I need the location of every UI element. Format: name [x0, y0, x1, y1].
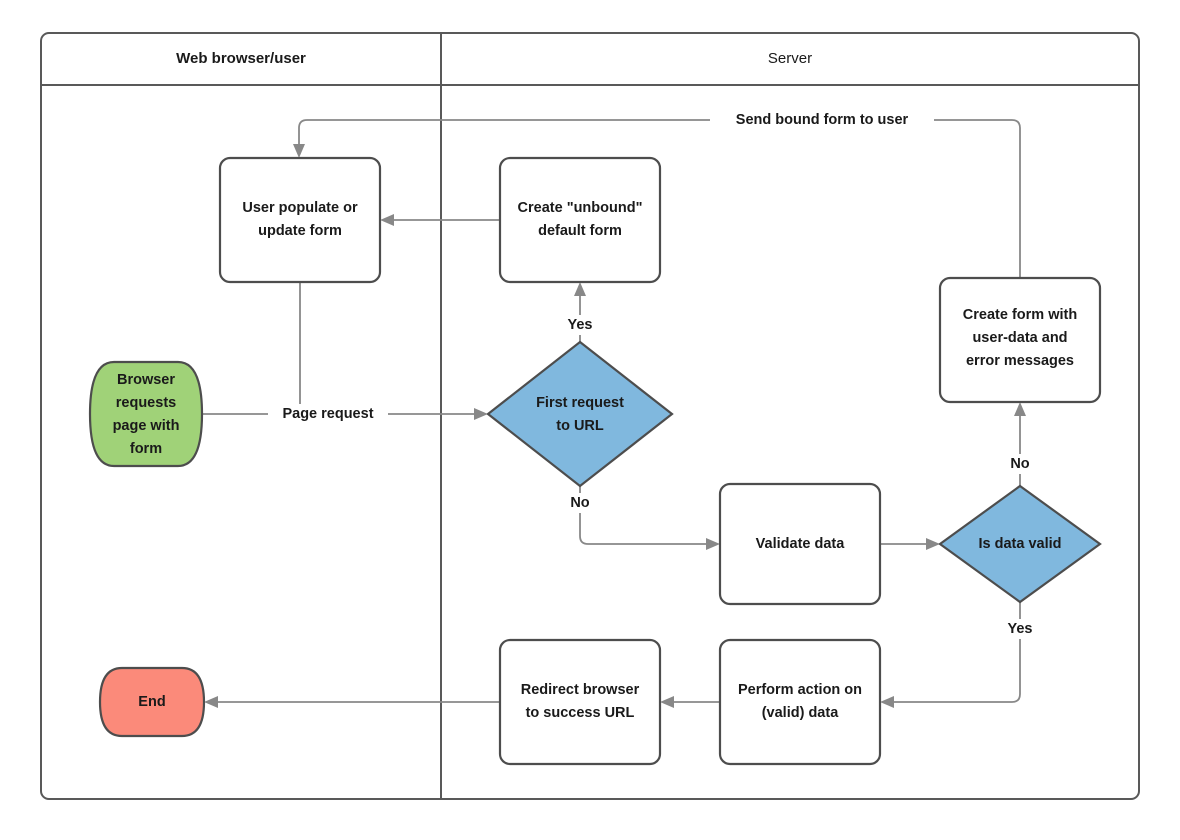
- edge-label-bg-no-first: [561, 493, 599, 513]
- arrowhead-redirect-to-end: [204, 696, 218, 708]
- node-first-request-line2: to URL: [556, 418, 604, 434]
- node-validate-data-label: Validate data: [756, 536, 846, 552]
- edge-label-send-bound-form: Send bound form to user: [736, 112, 909, 128]
- node-perform-action[interactable]: Perform action on (valid) data: [718, 638, 882, 766]
- node-user-populate-line2: update form: [258, 223, 342, 239]
- node-browser-requests-line1: Browser: [117, 372, 175, 388]
- edge-label-bg-yes-first: [558, 315, 602, 335]
- node-first-request-line1: First request: [536, 395, 624, 411]
- edge-first-request-no: [579, 486, 706, 545]
- node-end[interactable]: End: [98, 666, 206, 738]
- arrowhead-valid-no: [1014, 402, 1026, 416]
- edge-label-no-first: No: [570, 495, 589, 511]
- arrowhead-perform-to-redirect: [660, 696, 674, 708]
- node-redirect-browser-line1: Redirect browser: [521, 682, 640, 698]
- node-user-populate-shape[interactable]: [218, 156, 382, 284]
- node-redirect-browser-line2: to success URL: [526, 705, 635, 721]
- edge-valid-yes: [894, 602, 1021, 703]
- lane-title-server: Server: [768, 50, 812, 67]
- node-end-shape[interactable]: [98, 666, 206, 738]
- node-create-unbound-line2: default form: [538, 223, 622, 239]
- node-create-form-errors-line2: user-data and: [972, 330, 1067, 346]
- arrowhead-send-bound-form: [293, 144, 305, 158]
- node-create-unbound-line1: Create "unbound": [518, 200, 643, 216]
- edge-label-bg-page-request: [268, 404, 388, 424]
- edge-label-no-valid: No: [1010, 456, 1029, 472]
- node-is-data-valid[interactable]: Is data valid: [938, 484, 1102, 604]
- node-first-request[interactable]: First request to URL: [486, 340, 674, 488]
- arrowhead-unbound-to-user: [380, 214, 394, 226]
- node-redirect-browser[interactable]: Redirect browser to success URL: [498, 638, 662, 766]
- node-create-unbound[interactable]: Create "unbound" default form: [498, 156, 662, 284]
- node-user-populate-line1: User populate or: [242, 200, 358, 216]
- node-redirect-browser-shape[interactable]: [498, 638, 662, 766]
- node-first-request-shape[interactable]: [486, 340, 674, 488]
- node-browser-requests-line2: requests: [116, 395, 176, 411]
- lane-title-browser: Web browser/user: [176, 50, 306, 67]
- edge-send-bound-form: [298, 119, 1021, 278]
- node-browser-requests-line4: form: [130, 441, 162, 457]
- node-create-form-errors-line1: Create form with: [963, 307, 1077, 323]
- node-perform-action-line2: (valid) data: [762, 705, 839, 721]
- arrowhead-valid-yes: [880, 696, 894, 708]
- node-create-form-errors-line3: error messages: [966, 353, 1074, 369]
- arrowhead-browser-to-decision: [474, 408, 488, 420]
- node-is-data-valid-shape[interactable]: [938, 484, 1102, 604]
- node-perform-action-shape[interactable]: [718, 638, 882, 766]
- node-end-label: End: [138, 694, 165, 710]
- node-validate-data[interactable]: Validate data: [718, 482, 882, 606]
- arrowhead-first-request-no: [706, 538, 720, 550]
- edge-label-bg-send-bound-form: [710, 110, 934, 130]
- node-browser-requests-shape[interactable]: [88, 360, 204, 468]
- node-create-form-errors-shape[interactable]: [938, 276, 1102, 404]
- node-create-unbound-shape[interactable]: [498, 156, 662, 284]
- node-browser-requests[interactable]: Browser requests page with form: [88, 360, 204, 468]
- node-create-form-errors[interactable]: Create form with user-data and error mes…: [938, 276, 1102, 404]
- node-user-populate[interactable]: User populate or update form: [218, 156, 382, 284]
- arrowhead-validate-to-valid: [926, 538, 940, 550]
- node-perform-action-line1: Perform action on: [738, 682, 862, 698]
- node-validate-data-shape[interactable]: [718, 482, 882, 606]
- node-is-data-valid-label: Is data valid: [978, 536, 1061, 552]
- edge-label-bg-no-valid: [1001, 454, 1039, 474]
- edge-labels-layer: Send bound form to user Page request Yes…: [268, 110, 1042, 639]
- edge-label-bg-yes-valid: [998, 619, 1042, 639]
- edge-label-page-request: Page request: [282, 406, 373, 422]
- edge-label-yes-valid: Yes: [1008, 621, 1033, 637]
- arrowhead-first-request-yes: [574, 282, 586, 296]
- edge-label-yes-first: Yes: [568, 317, 593, 333]
- node-browser-requests-line3: page with: [113, 418, 180, 434]
